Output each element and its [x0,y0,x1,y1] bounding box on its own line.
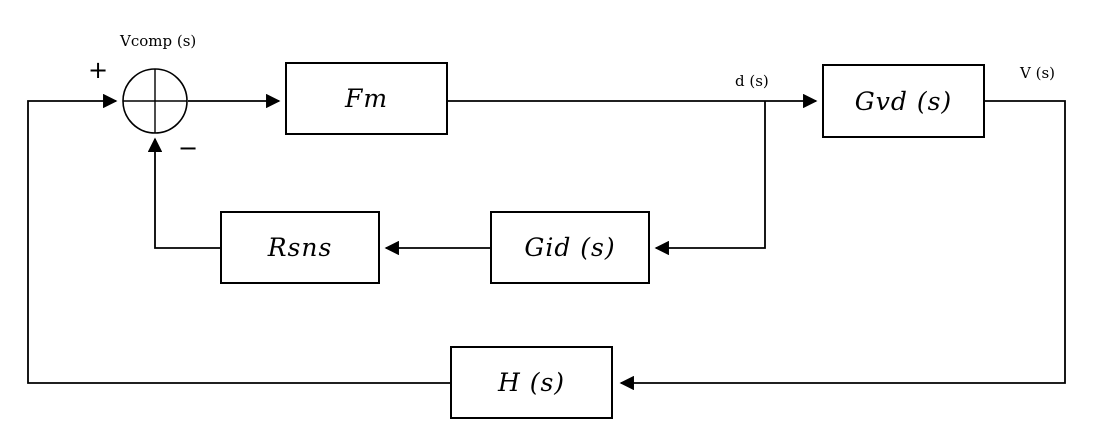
gvd-block-label: Gvd (s) [854,86,953,116]
plus-sign-label: + [88,56,109,84]
summing-junction-cross-icon [123,69,187,133]
rsns-block-label: Rsns [267,233,333,262]
fm-block: Fm [285,62,448,135]
h-block: H (s) [450,346,613,419]
d-signal-label: d (s) [735,72,769,90]
h-block-label: H (s) [497,368,566,397]
rsns-block: Rsns [220,211,380,284]
minus-sign-label: − [178,134,199,162]
rsns-to-summing-line [147,137,220,249]
vcomp-signal-label: Vcomp (s) [120,32,197,50]
v-signal-label: V (s) [1020,64,1056,82]
outer-feedback-line [27,93,450,384]
fm-block-label: Fm [344,84,389,113]
gid-block-label: Gid (s) [524,233,616,262]
gvd-to-h-line [619,100,1066,391]
d-branch-to-gid-line [654,101,766,256]
gid-block: Gid (s) [490,211,650,284]
gvd-block: Gvd (s) [822,64,985,138]
